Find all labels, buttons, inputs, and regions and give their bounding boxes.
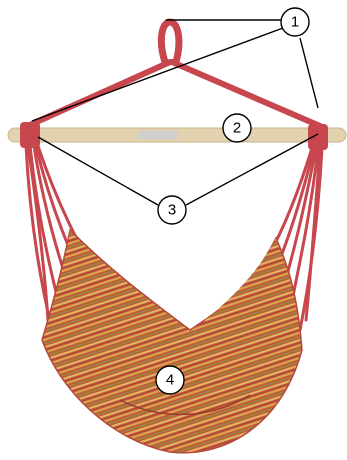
- spreader-bar-label-plate: [138, 131, 178, 139]
- rope-wrap-left: [20, 122, 40, 148]
- callout-label-2: 2: [233, 120, 241, 137]
- callout-3: 3: [158, 196, 186, 224]
- callout-label-3: 3: [168, 202, 176, 219]
- callout-label-1: 1: [291, 14, 299, 31]
- suspension-rope-left: [32, 62, 170, 124]
- callout-line-1b: [32, 28, 283, 121]
- hanging-loop: [161, 22, 178, 62]
- callout-2: 2: [223, 114, 251, 142]
- callout-1: 1: [281, 8, 309, 36]
- callout-line-1c: [300, 38, 318, 108]
- callout-label-4: 4: [166, 372, 174, 389]
- callout-4: 4: [156, 366, 184, 394]
- callout-line-3b: [186, 134, 318, 205]
